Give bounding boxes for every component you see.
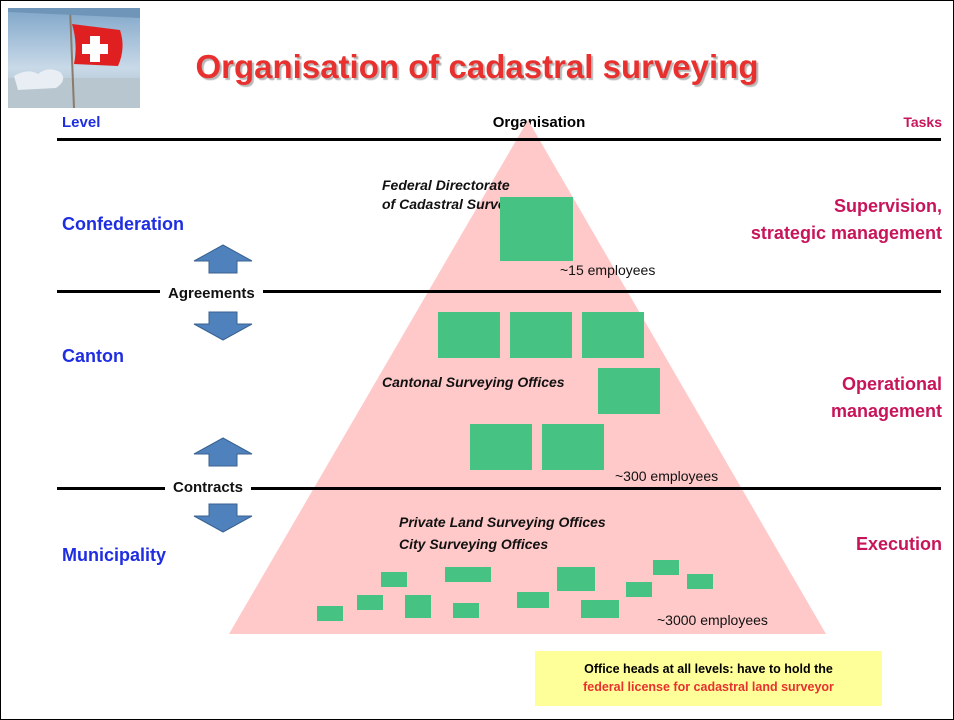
- cantonal-office-box: [542, 424, 604, 470]
- license-note: Office heads at all levels: have to hold…: [535, 651, 882, 706]
- license-note-line2: federal license for cadastral land surve…: [583, 680, 834, 694]
- municipal-office-box: [517, 592, 549, 608]
- arrow-up-icon: [193, 244, 253, 274]
- contracts-divider: [57, 487, 941, 490]
- municipal-office-box: [445, 567, 491, 582]
- cantonal-office-box: [598, 368, 660, 414]
- slide-title: Organisation of cadastral surveying: [195, 48, 759, 85]
- header-level: Level: [62, 114, 101, 131]
- header-divider: [57, 138, 941, 141]
- level-municipality: Municipality: [62, 545, 167, 565]
- municipal-office-box: [626, 582, 652, 597]
- municipal-office-box: [453, 603, 479, 618]
- agreements-label: Agreements: [160, 285, 263, 302]
- municipal-employees: ~3000 employees: [657, 612, 768, 628]
- license-note-line1: Office heads at all levels: have to hold…: [584, 662, 833, 676]
- city-offices-label: City Surveying Offices: [399, 536, 549, 552]
- cantonal-office-box: [510, 312, 572, 358]
- federal-employees: ~15 employees: [560, 262, 656, 278]
- federal-directorate-label-line2: of Cadastral Surveying: [382, 196, 535, 212]
- cantonal-offices-label: Cantonal Surveying Offices: [382, 374, 565, 390]
- header-tasks: Tasks: [903, 114, 942, 130]
- cantonal-office-box: [470, 424, 532, 470]
- arrow-down-icon: [193, 311, 253, 341]
- federal-directorate-label: Federal Directorate: [382, 177, 510, 193]
- contracts-label: Contracts: [165, 479, 252, 496]
- task-management: management: [830, 401, 942, 421]
- municipal-office-box: [687, 574, 713, 589]
- municipal-office-box: [653, 560, 679, 575]
- arrow-up-icon: [193, 437, 253, 467]
- swiss-flag-icon: [8, 8, 140, 108]
- header-organisation: Organisation: [492, 114, 586, 131]
- cantonal-office-box: [438, 312, 500, 358]
- arrow-down-icon: [193, 503, 253, 533]
- municipal-office-box: [317, 606, 343, 621]
- municipal-office-box: [557, 567, 595, 591]
- federal-office-box: [500, 197, 573, 261]
- task-execution: Execution: [855, 534, 942, 554]
- task-supervision: Supervision,: [833, 196, 942, 216]
- level-canton: Canton: [62, 346, 124, 366]
- municipal-office-box: [381, 572, 407, 587]
- agreements-divider: [57, 290, 941, 293]
- municipal-office-box: [405, 595, 431, 618]
- cantonal-employees: ~300 employees: [615, 468, 719, 484]
- level-confederation: Confederation: [62, 214, 185, 234]
- private-offices-label: Private Land Surveying Offices: [399, 514, 606, 530]
- municipal-office-box: [357, 595, 383, 610]
- task-strategic-management: strategic management: [750, 223, 942, 243]
- cantonal-office-box: [582, 312, 644, 358]
- municipal-office-box: [581, 600, 619, 618]
- task-operational: Operational: [841, 374, 942, 394]
